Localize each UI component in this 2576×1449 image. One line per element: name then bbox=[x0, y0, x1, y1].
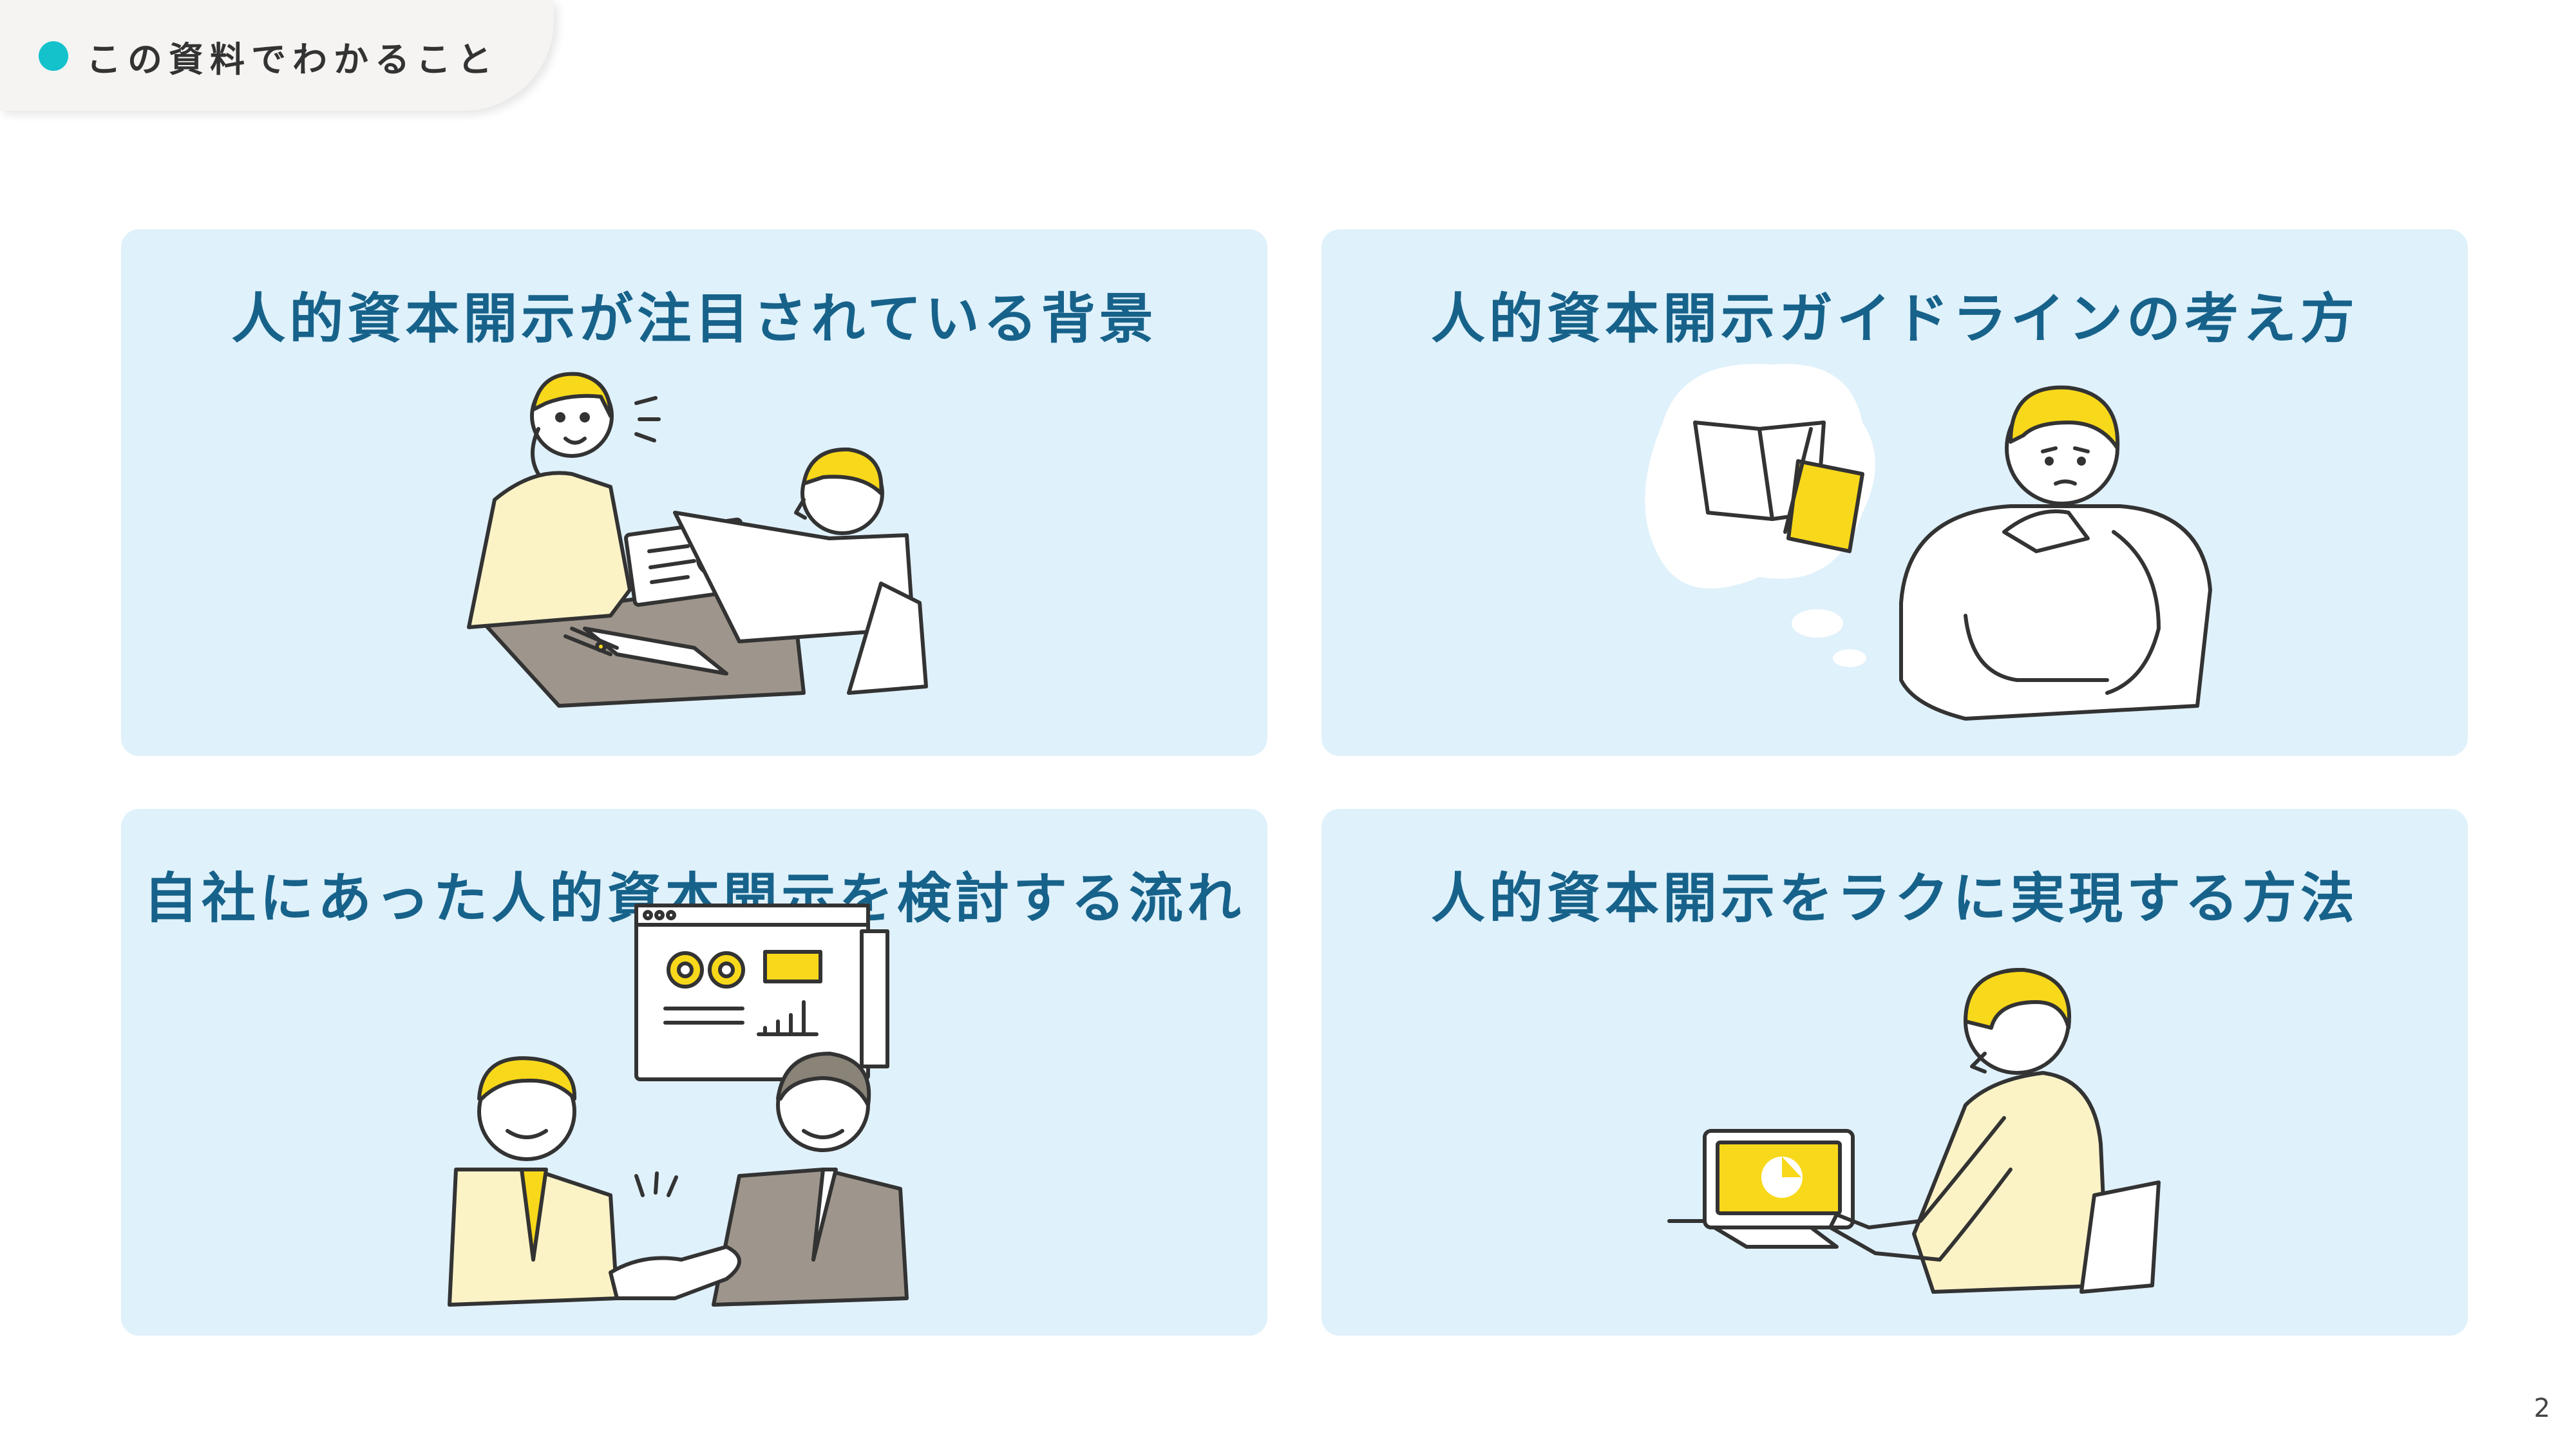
card-title: 人的資本開示が注目されている背景 bbox=[231, 287, 1157, 350]
card-background: 人的資本開示が注目されている背景 bbox=[121, 229, 1267, 756]
page-number: 2 bbox=[2533, 1394, 2550, 1423]
card-background: 人的資本開示ガイドラインの考え方 bbox=[1321, 229, 2468, 756]
thinking-man-illustration bbox=[1645, 364, 2212, 721]
card-background: 人的資本開示をラクに実現する方法 bbox=[1321, 809, 2468, 1336]
header-tab: この資料でわかること bbox=[0, 0, 554, 111]
card-title: 人的資本開示ガイドラインの考え方 bbox=[1430, 287, 2358, 350]
business-meeting-illustration bbox=[121, 229, 928, 708]
page-title: この資料でわかること bbox=[86, 39, 498, 80]
laptop-worker-illustration bbox=[1667, 968, 2161, 1294]
card-background: 自社にあった人的資本開示を検討する流れ bbox=[121, 809, 1267, 1336]
handshake-illustration bbox=[448, 904, 909, 1307]
header-bullet-icon bbox=[39, 41, 68, 71]
card-title: 人的資本開示をラクに実現する方法 bbox=[1430, 867, 2358, 930]
